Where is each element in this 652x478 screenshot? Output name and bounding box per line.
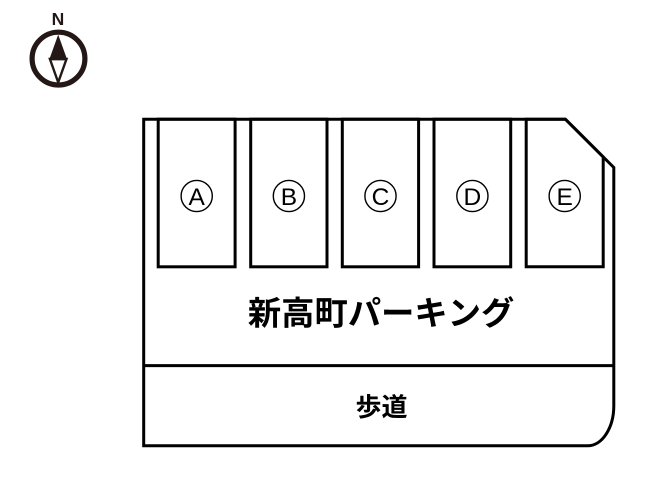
space-d-label-circle — [456, 179, 489, 213]
space-label-circles — [180, 179, 582, 213]
space-d-label: D — [464, 184, 482, 211]
space-b-outline — [249, 117, 329, 269]
space-a-label: A — [189, 184, 206, 211]
space-c-label: C — [372, 184, 390, 211]
parking-space-outlines — [156, 117, 605, 269]
space-b-label-circle — [272, 179, 306, 213]
compass-needle-south — [48, 57, 69, 86]
space-e-outline — [524, 117, 605, 269]
space-a-outline — [156, 117, 237, 269]
lot-title-glyphs — [248, 296, 514, 328]
space-e-label-circle — [548, 179, 582, 213]
space-a-label-circle — [180, 179, 213, 213]
compass-needle-north — [49, 34, 68, 61]
space-c-label-circle — [364, 179, 397, 213]
compass-north-label: N — [52, 9, 65, 29]
sidewalk-label-glyphs — [356, 394, 407, 419]
space-d-outline — [432, 117, 513, 269]
compass-icon: N — [29, 9, 88, 88]
lot-outline — [142, 117, 616, 448]
lot-outline-group — [142, 117, 616, 448]
space-e-label: E — [557, 184, 573, 211]
space-labels: A B C D E — [189, 184, 573, 211]
space-c-outline — [340, 117, 421, 269]
space-b-label: B — [281, 184, 297, 211]
